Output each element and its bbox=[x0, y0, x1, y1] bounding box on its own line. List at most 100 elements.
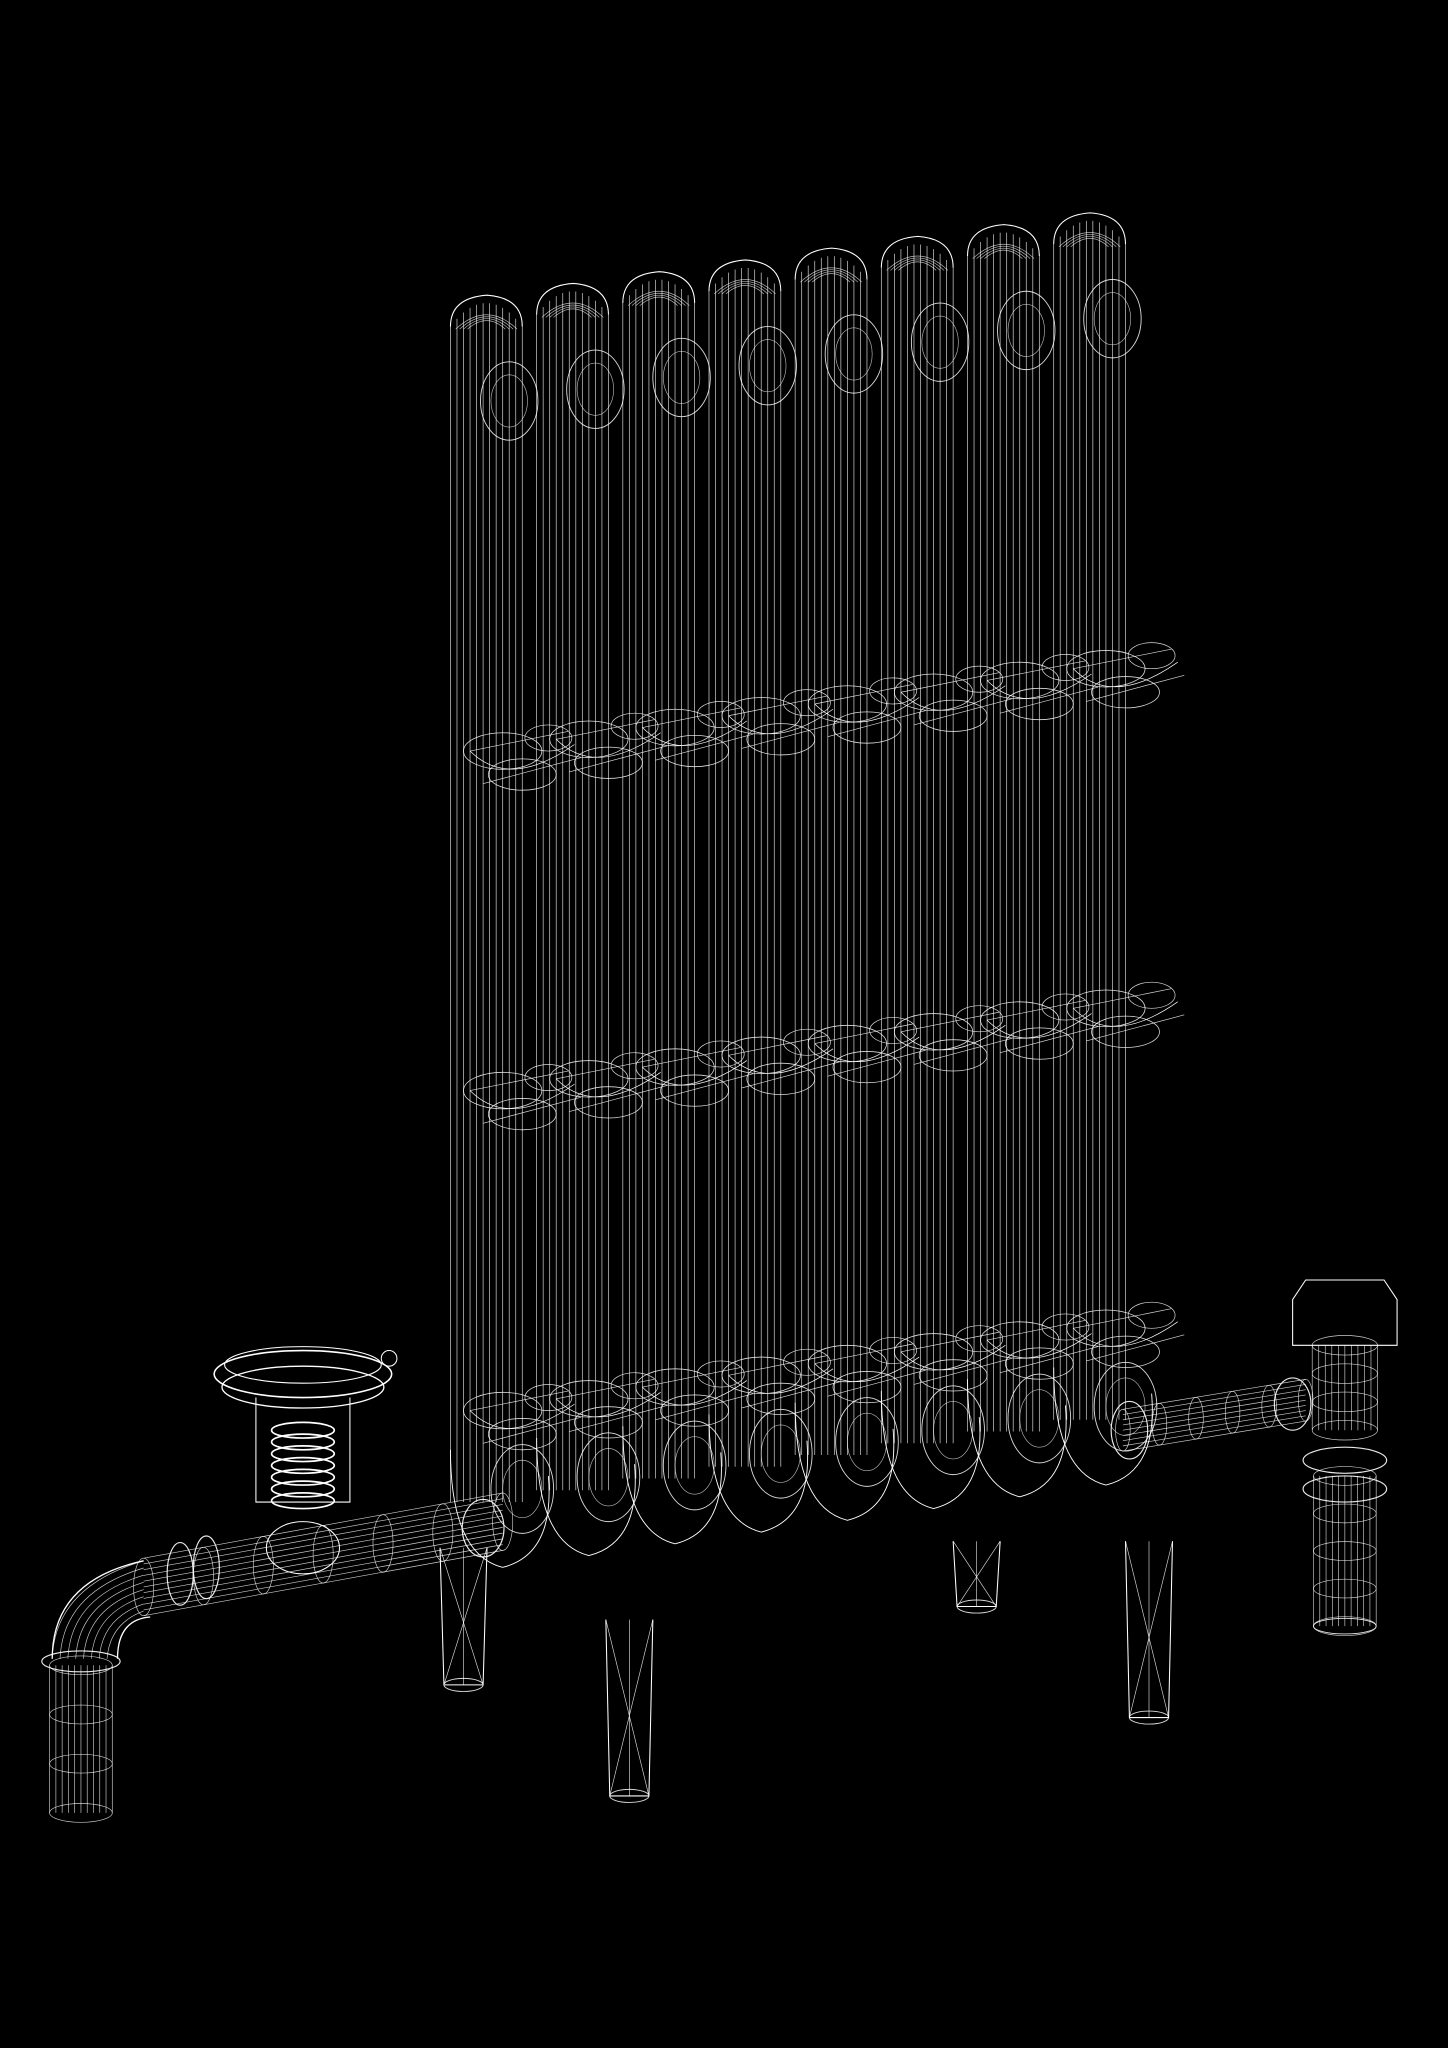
wire-line bbox=[483, 757, 582, 784]
wire-ellipse bbox=[492, 1492, 514, 1551]
wire-ellipse bbox=[721, 697, 801, 735]
pipe-elbow-wire bbox=[67, 1574, 144, 1659]
wire-ellipse bbox=[610, 1372, 659, 1400]
section-cap-wire bbox=[800, 267, 862, 283]
bottom-nipple bbox=[933, 1401, 974, 1460]
radiator-leg bbox=[439, 1547, 488, 1692]
connector-wire bbox=[555, 732, 661, 758]
wire-line bbox=[814, 1343, 913, 1364]
wire-ellipse bbox=[1151, 1402, 1168, 1446]
bottom-nipple bbox=[847, 1412, 887, 1472]
wire-ellipse bbox=[1313, 1466, 1377, 1486]
wire-line bbox=[900, 672, 999, 693]
top-nipple bbox=[824, 314, 884, 394]
valve-spring bbox=[270, 1433, 336, 1451]
valve-spring bbox=[270, 1492, 336, 1510]
section-cap-wire bbox=[898, 261, 937, 271]
wire-ellipse bbox=[1313, 1541, 1377, 1561]
section-cap-wire bbox=[549, 306, 596, 318]
section-cap-wire bbox=[545, 304, 600, 318]
pipe-nut bbox=[192, 1535, 220, 1600]
section-connector bbox=[635, 1040, 754, 1107]
wire-line bbox=[143, 1509, 503, 1576]
section-cap-wire bbox=[713, 279, 776, 295]
wire-line bbox=[1073, 988, 1172, 1009]
wire-ellipse bbox=[660, 1074, 729, 1107]
wire-line bbox=[900, 1331, 999, 1353]
wire-ellipse bbox=[746, 1382, 816, 1415]
wire-ellipse bbox=[980, 661, 1060, 700]
wire-line bbox=[987, 660, 1086, 681]
bottom-nipple bbox=[749, 1408, 813, 1499]
wire-line bbox=[469, 1390, 569, 1411]
wire-line bbox=[556, 1378, 655, 1400]
wire-line bbox=[1122, 1415, 1306, 1447]
wire-line bbox=[913, 1038, 1012, 1065]
wire-line bbox=[569, 1405, 668, 1432]
radiator-sections bbox=[449, 212, 1158, 1568]
section-cap-wire bbox=[811, 273, 851, 283]
top-nipple bbox=[662, 351, 701, 404]
wire-ellipse bbox=[1313, 1578, 1377, 1599]
connector-wire bbox=[986, 673, 1092, 699]
wire-line bbox=[642, 1367, 741, 1388]
section-connector bbox=[463, 1384, 582, 1451]
wire-line bbox=[655, 1073, 754, 1101]
wire-line bbox=[728, 1035, 827, 1056]
connector-wire bbox=[469, 1403, 575, 1429]
wire-ellipse bbox=[635, 708, 715, 747]
wire-line bbox=[143, 1527, 503, 1594]
connector-wire bbox=[728, 1368, 834, 1394]
valve-spring bbox=[270, 1421, 336, 1439]
wire-line bbox=[143, 1532, 503, 1599]
section-bottom-elbow bbox=[622, 1426, 722, 1545]
bottom-nipple bbox=[490, 1444, 555, 1534]
wire-ellipse bbox=[1041, 1313, 1090, 1341]
wire-ellipse bbox=[1128, 1710, 1170, 1725]
section-cap-wire bbox=[717, 281, 772, 295]
pipe-elbow-wire bbox=[98, 1603, 144, 1659]
section-bottom-elbow bbox=[536, 1438, 636, 1557]
bottom-nipple bbox=[502, 1459, 543, 1519]
pipe-union bbox=[461, 1498, 505, 1558]
section-top-cap bbox=[794, 247, 868, 280]
wire-line bbox=[1125, 1541, 1169, 1718]
wire-ellipse bbox=[524, 1064, 573, 1091]
wire-ellipse bbox=[869, 1337, 917, 1364]
section-connector bbox=[980, 993, 1099, 1060]
wire-line bbox=[1122, 1384, 1306, 1415]
section-top-cap bbox=[880, 235, 954, 268]
top-nipple bbox=[1093, 292, 1132, 346]
section-cap-wire bbox=[541, 302, 604, 318]
bottom-nipple bbox=[1007, 1373, 1072, 1464]
wire-line bbox=[1086, 1014, 1185, 1042]
wire-ellipse bbox=[1041, 993, 1090, 1021]
wire-ellipse bbox=[918, 1359, 988, 1392]
section-connector bbox=[635, 701, 754, 768]
wire-line bbox=[987, 1000, 1086, 1021]
wire-ellipse bbox=[1311, 1391, 1378, 1413]
section-top-cap bbox=[536, 282, 609, 315]
connector-wire bbox=[1073, 1001, 1178, 1027]
top-nipple bbox=[997, 290, 1056, 371]
section-connector bbox=[980, 1313, 1099, 1380]
section-cap-wire bbox=[980, 247, 1027, 259]
radiator-leg bbox=[952, 1541, 1001, 1614]
pipe-elbow-wire bbox=[106, 1610, 144, 1659]
wire-ellipse bbox=[918, 699, 988, 732]
wire-ellipse bbox=[832, 1371, 902, 1404]
top-nipple bbox=[490, 374, 528, 428]
pipe-nut bbox=[166, 1541, 194, 1606]
bottom-nipple bbox=[835, 1397, 899, 1487]
wire-line bbox=[143, 1498, 503, 1565]
pipe-elbow-wire bbox=[91, 1596, 144, 1659]
connector-wire bbox=[642, 1380, 748, 1406]
valve-head bbox=[224, 1346, 382, 1384]
section-connector bbox=[463, 1064, 582, 1131]
wire-line bbox=[143, 1515, 503, 1582]
wire-line bbox=[143, 1504, 503, 1571]
section-bottom-elbow bbox=[967, 1379, 1067, 1498]
bottom-nipple bbox=[662, 1420, 727, 1511]
wire-ellipse bbox=[1224, 1390, 1241, 1434]
wire-ellipse bbox=[49, 1753, 113, 1774]
